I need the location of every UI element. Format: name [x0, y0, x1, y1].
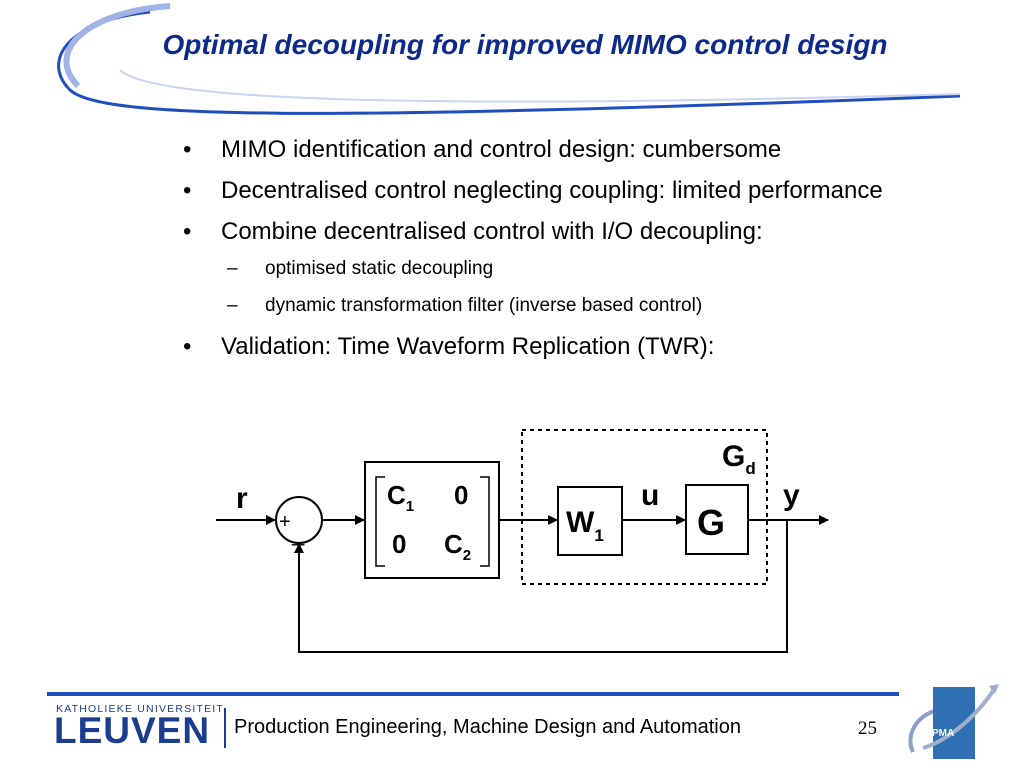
matrix-left-bracket [375, 476, 385, 567]
bullet-marker: • [183, 136, 192, 163]
summing-junction [275, 496, 323, 544]
sub-bullet-item: – dynamic transformation filter (inverse … [183, 294, 903, 318]
university-logo-text: LEUVEN [54, 710, 211, 751]
bullet-text: Combine decentralised control with I/O d… [221, 218, 763, 245]
matrix-right-bracket [480, 476, 490, 567]
footer-department: Production Engineering, Machine Design a… [234, 716, 741, 738]
plant-block [685, 484, 749, 555]
bullet-marker: • [183, 333, 192, 360]
controller-block [364, 461, 500, 579]
feedback-path [294, 520, 788, 653]
controller-c1: C1 [387, 480, 414, 515]
plant-label: G [697, 502, 725, 543]
header-swoosh [57, 3, 961, 115]
bullet-item: • Decentralised control neglecting coupli… [183, 175, 903, 206]
control-signal-label: u [641, 479, 659, 512]
controller-c2: C2 [444, 529, 471, 564]
sub-bullet-item: – optimised static decoupling [183, 257, 903, 281]
controller-zero-top: 0 [454, 480, 468, 510]
bullet-text: Decentralised control neglecting couplin… [221, 177, 883, 204]
pma-logo-label: PMA [932, 728, 955, 739]
dashed-group-box [521, 429, 768, 585]
dash-marker: – [227, 295, 238, 316]
input-label: r [236, 482, 248, 515]
bullet-text: Validation: Time Waveform Replication (T… [221, 333, 715, 360]
filter-label: W1 [566, 506, 604, 545]
bullet-item: • Combine decentralised control with I/O … [183, 216, 903, 247]
footer-separator [224, 708, 226, 748]
university-subtitle: KATHOLIEKE UNIVERSITEIT [56, 703, 225, 715]
slide-title: Optimal decoupling for improved MIMO con… [162, 29, 888, 60]
bullet-item: • Validation: Time Waveform Replication (… [183, 331, 903, 362]
filter-block [557, 486, 623, 556]
dashed-group-label: Gd [722, 440, 756, 478]
footer-divider [47, 692, 899, 696]
bullet-item: • MIMO identification and control design:… [183, 134, 903, 165]
pma-logo-icon [908, 684, 999, 759]
dash-marker: – [227, 258, 238, 279]
page-number: 25 [858, 718, 877, 739]
sum-minus-sign: _ [291, 521, 305, 546]
sub-bullet-text: optimised static decoupling [265, 258, 494, 279]
sub-bullet-text: dynamic transformation filter (inverse b… [265, 295, 703, 316]
bullet-text: MIMO identification and control design: … [221, 136, 782, 163]
bullet-list: • MIMO identification and control design:… [183, 132, 903, 372]
output-label: y [783, 479, 800, 512]
controller-zero-bottom: 0 [392, 529, 406, 559]
sum-plus-sign: + [279, 511, 291, 533]
bullet-marker: • [183, 218, 192, 245]
bullet-marker: • [183, 177, 192, 204]
